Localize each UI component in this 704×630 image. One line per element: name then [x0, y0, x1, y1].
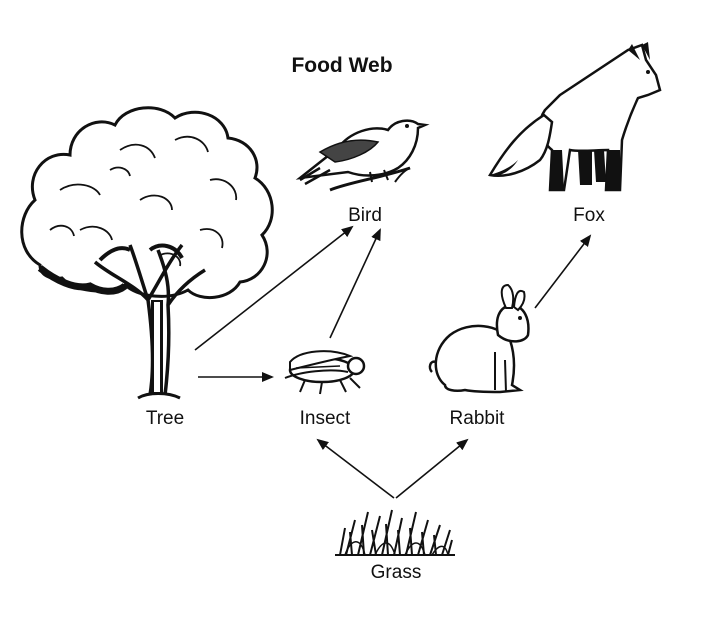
label-fox: Fox	[573, 205, 605, 226]
arrow-grass-to-rabbit	[395, 438, 469, 499]
tree-illustration	[20, 106, 274, 400]
label-insect: Insect	[299, 408, 351, 429]
label-grass: Grass	[370, 562, 422, 583]
arrow-insect-to-bird	[329, 228, 381, 339]
label-rabbit: Rabbit	[449, 408, 505, 429]
label-bird: Bird	[348, 205, 382, 226]
label-tree: Tree	[145, 408, 185, 429]
fox-illustration	[488, 42, 662, 192]
rabbit-illustration	[428, 283, 530, 394]
insect-illustration	[284, 350, 366, 395]
grass-illustration	[335, 509, 455, 556]
arrow-tree-to-bird	[194, 225, 354, 351]
arrow-rabbit-to-fox	[534, 234, 592, 309]
arrow-grass-to-insect	[316, 438, 395, 499]
bird-illustration	[295, 119, 430, 192]
diagram-title: Food Web	[291, 54, 393, 77]
